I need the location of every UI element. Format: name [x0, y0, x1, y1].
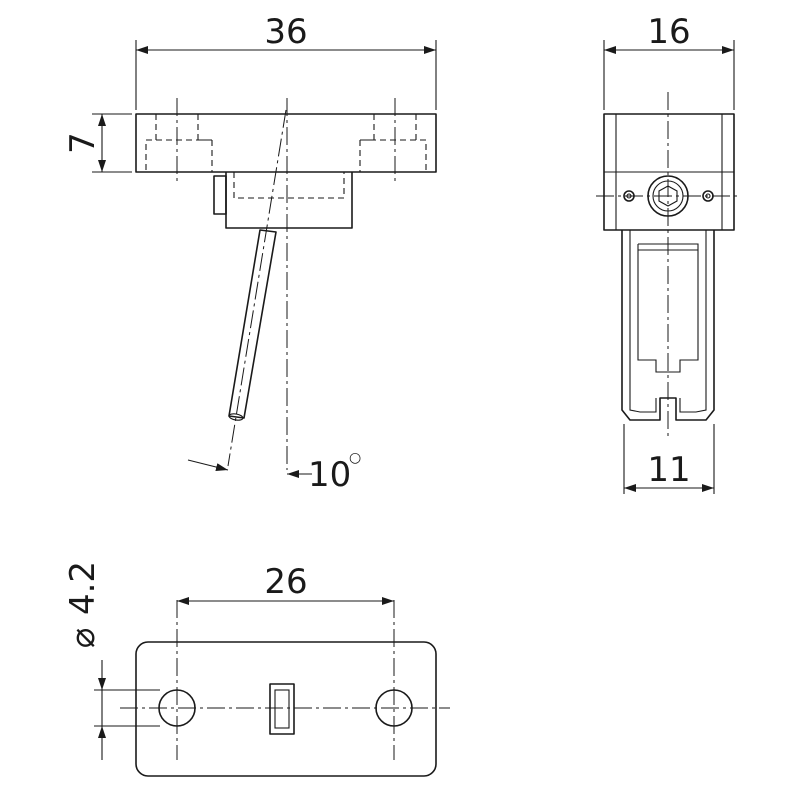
side-dim-bottom: 11 — [647, 450, 690, 490]
front-dim-angle-arrow-left — [187, 459, 229, 471]
front-lower-block — [225, 172, 353, 229]
side-dim-top: 16 — [647, 12, 690, 52]
front-side-lug — [213, 175, 227, 215]
front-dim-angle: 10 — [308, 455, 351, 495]
bottom-view: 26 4.2 ⌀ — [63, 561, 450, 777]
front-hidden-slot — [233, 172, 345, 199]
front-hidden-counterbore-right — [359, 114, 427, 172]
bottom-dim-spacing: 26 — [264, 562, 307, 602]
bottom-dim-hole: 4.2 — [63, 561, 103, 615]
front-dim-width: 36 — [264, 12, 307, 52]
degree-symbol: ○ — [349, 450, 361, 466]
bottom-center-slot — [269, 683, 295, 735]
front-view: 36 7 10 ○ — [63, 12, 437, 495]
front-top-plate — [135, 113, 437, 173]
front-dim-height: 7 — [63, 132, 103, 154]
side-view: 16 11 — [596, 12, 740, 494]
front-hidden-counterbore-left — [145, 114, 213, 172]
diameter-symbol: ⌀ — [63, 628, 103, 648]
bottom-base-plate — [135, 641, 437, 777]
front-tilted-pin — [227, 109, 287, 467]
